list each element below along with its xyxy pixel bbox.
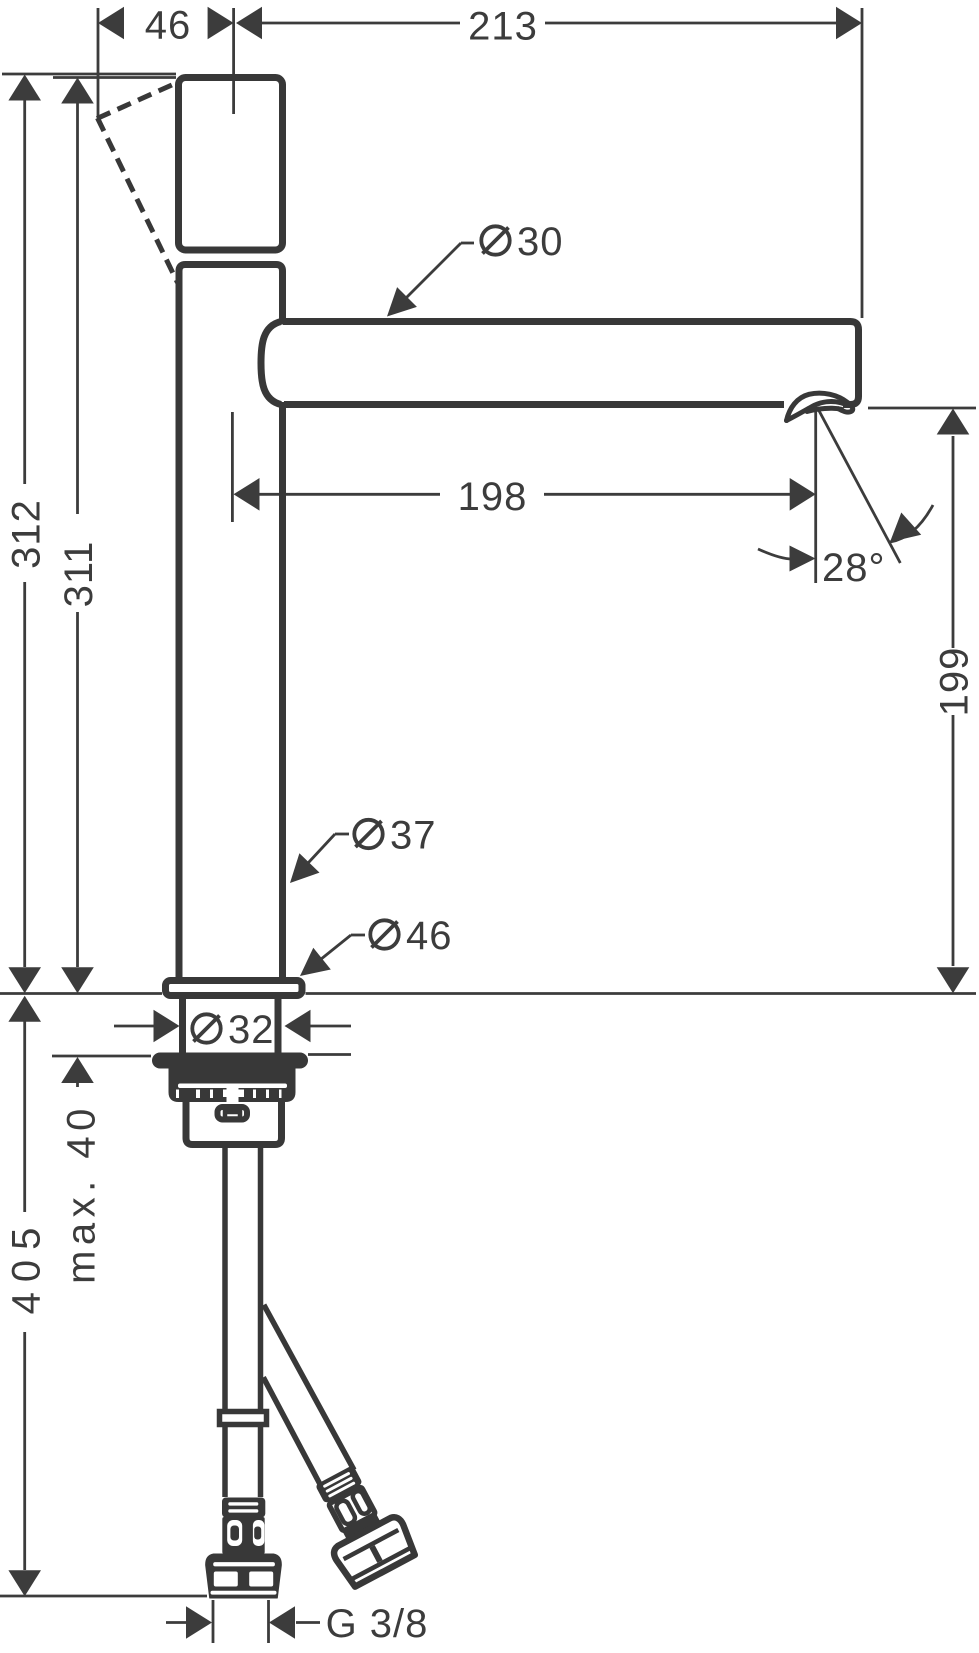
svg-text:46: 46 [145, 3, 192, 47]
svg-text:198: 198 [458, 475, 528, 519]
svg-text:28°: 28° [822, 546, 886, 590]
svg-text:max. 40: max. 40 [60, 1103, 104, 1284]
svg-text:G 3/8: G 3/8 [326, 1602, 429, 1646]
svg-text:32: 32 [228, 1008, 275, 1052]
svg-text:37: 37 [390, 814, 437, 858]
svg-text:30: 30 [517, 220, 564, 264]
svg-text:311: 311 [57, 541, 101, 608]
svg-text:199: 199 [933, 647, 977, 717]
svg-text:405: 405 [4, 1218, 48, 1315]
svg-text:312: 312 [4, 499, 48, 569]
svg-text:213: 213 [468, 4, 538, 48]
svg-text:46: 46 [406, 914, 453, 958]
